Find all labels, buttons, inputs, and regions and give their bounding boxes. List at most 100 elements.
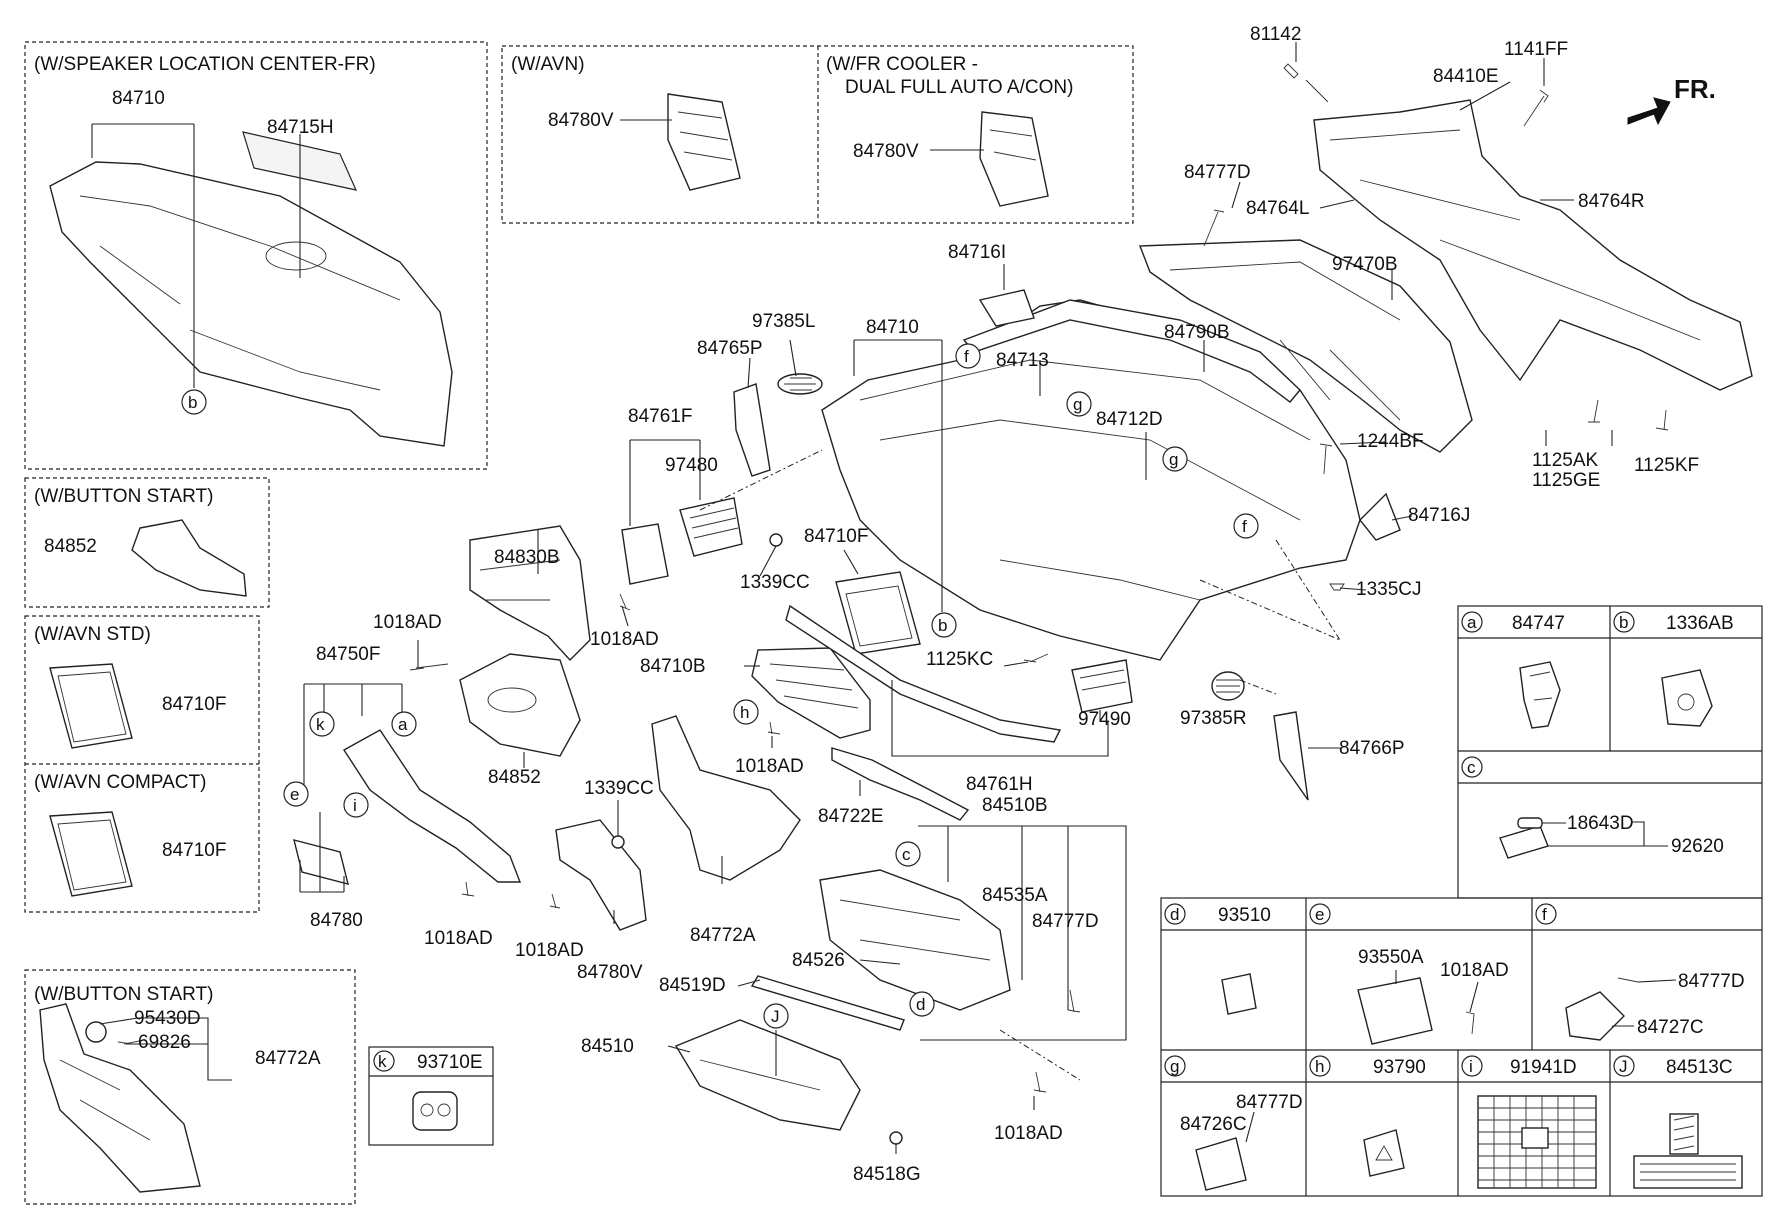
option-box-button-start-2: (W/BUTTON START) bbox=[24, 969, 356, 1205]
air-vent-97490 bbox=[1071, 659, 1133, 713]
air-vent-97480 bbox=[679, 497, 743, 557]
label-84761F: 84761F bbox=[628, 406, 692, 427]
label-1335CJ: 1335CJ bbox=[1356, 579, 1422, 600]
label-84852-button-start: 84852 bbox=[44, 536, 97, 557]
label-84765P: 84765P bbox=[697, 338, 763, 359]
label-84410E: 84410E bbox=[1433, 66, 1499, 87]
label-84764L: 84764L bbox=[1246, 198, 1309, 219]
callout-e: e bbox=[283, 781, 309, 807]
part-labels: 84710 84715H 84780V 84780V 81142 1141FF … bbox=[44, 24, 1699, 1185]
lower-strip-84761H bbox=[785, 604, 1062, 743]
lower-crash-pad-84750F bbox=[343, 729, 522, 883]
label-84777D-top: 84777D bbox=[1184, 162, 1251, 183]
label-1125GE: 1125GE bbox=[1532, 470, 1600, 491]
label-69826: 69826 bbox=[138, 1032, 191, 1053]
legend-part-c-1: 18643D bbox=[1567, 813, 1634, 834]
label-1141FF: 1141FF bbox=[1504, 39, 1568, 60]
svg-text:b: b bbox=[938, 616, 947, 635]
vent-bezel-84761F bbox=[621, 523, 669, 585]
center-panel-84710F bbox=[835, 571, 921, 655]
label-1339CC-top: 1339CC bbox=[740, 572, 810, 593]
legend-cell-d: d 93510 bbox=[1164, 903, 1271, 1015]
label-84715H: 84715H bbox=[267, 117, 334, 138]
label-1018AD-center: 1018AD bbox=[735, 756, 804, 777]
callout-c: c bbox=[895, 841, 921, 867]
label-84790B: 84790B bbox=[1164, 322, 1230, 343]
legend-cell-c: c 18643D 92620 bbox=[1461, 756, 1724, 859]
fasteners bbox=[117, 63, 1669, 1145]
legend-part-k: 93710E bbox=[417, 1052, 483, 1073]
svg-text:f: f bbox=[964, 347, 969, 366]
side-cover-84716I bbox=[978, 289, 1035, 327]
label-84830B: 84830B bbox=[494, 547, 560, 568]
legend-key-J: J bbox=[1619, 1057, 1628, 1076]
callout-a: a bbox=[391, 711, 417, 737]
label-97480: 97480 bbox=[665, 455, 718, 476]
label-1125AK: 1125AK bbox=[1532, 450, 1599, 471]
legend-part-d: 93510 bbox=[1218, 905, 1271, 926]
label-1244BF: 1244BF bbox=[1357, 431, 1424, 452]
legend-key-f: f bbox=[1542, 905, 1547, 924]
label-84510B: 84510B bbox=[982, 795, 1048, 816]
svg-text:c: c bbox=[902, 845, 911, 864]
label-84780V-lower: 84780V bbox=[577, 962, 643, 983]
label-84712D: 84712D bbox=[1096, 409, 1163, 430]
label-84777D-bottom: 84777D bbox=[1032, 911, 1099, 932]
trim-84780 bbox=[293, 839, 349, 885]
label-97490: 97490 bbox=[1078, 709, 1131, 730]
legend-key-d: d bbox=[1170, 905, 1179, 924]
legend-part-h: 93790 bbox=[1373, 1057, 1426, 1078]
box-header-cooler-2: DUAL FULL AUTO A/CON) bbox=[845, 77, 1073, 98]
speaker-grille-97385L bbox=[777, 373, 823, 395]
legend-part-e-2: 1018AD bbox=[1440, 960, 1509, 981]
front-direction-indicator: FR. bbox=[1627, 74, 1716, 126]
box-header-cooler-1: (W/FR COOLER - bbox=[826, 54, 978, 75]
callout-g-1: g bbox=[1066, 391, 1092, 417]
callout-b-2: b bbox=[931, 612, 957, 638]
label-97470B: 97470B bbox=[1332, 254, 1398, 275]
label-97385R: 97385R bbox=[1180, 708, 1247, 729]
crash-pad-main-84710 bbox=[821, 299, 1361, 661]
side-cover-84766P bbox=[1273, 711, 1309, 801]
callout-k: k bbox=[309, 711, 335, 737]
legend-key-a: a bbox=[1467, 613, 1477, 632]
label-84519D: 84519D bbox=[659, 975, 726, 996]
label-84710-speaker: 84710 bbox=[112, 88, 165, 109]
label-1018AD-lower-left: 1018AD bbox=[424, 928, 493, 949]
legend-part-c-2: 92620 bbox=[1671, 836, 1724, 857]
label-84526: 84526 bbox=[792, 950, 845, 971]
label-84722E: 84722E bbox=[818, 806, 884, 827]
legend-key-b: b bbox=[1619, 613, 1628, 632]
legend-part-g-2: 84777D bbox=[1236, 1092, 1303, 1113]
label-84750F: 84750F bbox=[316, 644, 380, 665]
option-box-avn-std: (W/AVN STD) (W/AVN COMPACT) bbox=[24, 615, 260, 913]
legend-cell-i: i 91941D bbox=[1461, 1055, 1597, 1189]
label-1018AD-bottom: 1018AD bbox=[994, 1123, 1063, 1144]
callout-f-1: f bbox=[955, 343, 981, 369]
legend-cell-f: f 84777D 84727C bbox=[1535, 903, 1745, 1041]
label-84852-center: 84852 bbox=[488, 767, 541, 788]
option-box-avn: (W/AVN) (W/FR COOLER - DUAL FULL AUTO A/… bbox=[501, 45, 1134, 224]
callout-i: i bbox=[343, 792, 369, 818]
legend-part-e-1: 93550A bbox=[1358, 947, 1424, 968]
label-84710F-std: 84710F bbox=[162, 694, 226, 715]
legend-part-b: 1336AB bbox=[1666, 613, 1734, 634]
legend-key-h: h bbox=[1315, 1057, 1324, 1076]
box-header-avn-compact: (W/AVN COMPACT) bbox=[34, 772, 206, 793]
legend-cell-J: J 84513C bbox=[1613, 1055, 1743, 1189]
svg-text:a: a bbox=[398, 715, 408, 734]
legend-cell-e: e 93550A 1018AD bbox=[1309, 903, 1509, 1045]
label-84761H: 84761H bbox=[966, 774, 1033, 795]
center-vent-84710B bbox=[751, 647, 871, 739]
legend-part-f-2: 84727C bbox=[1637, 1017, 1704, 1038]
legend-cell-h: h 93790 bbox=[1309, 1055, 1426, 1177]
label-84710F-compact: 84710F bbox=[162, 840, 226, 861]
cowl-cross-bar bbox=[1313, 99, 1753, 391]
svg-text:e: e bbox=[290, 785, 299, 804]
legend-key-k: k bbox=[378, 1052, 387, 1071]
label-97385L: 97385L bbox=[752, 311, 815, 332]
strip-84519D bbox=[750, 975, 905, 1031]
side-cover-84716J bbox=[1359, 492, 1401, 541]
center-lower-panel-84772A bbox=[651, 715, 801, 881]
box-header-speaker: (W/SPEAKER LOCATION CENTER-FR) bbox=[34, 54, 376, 75]
